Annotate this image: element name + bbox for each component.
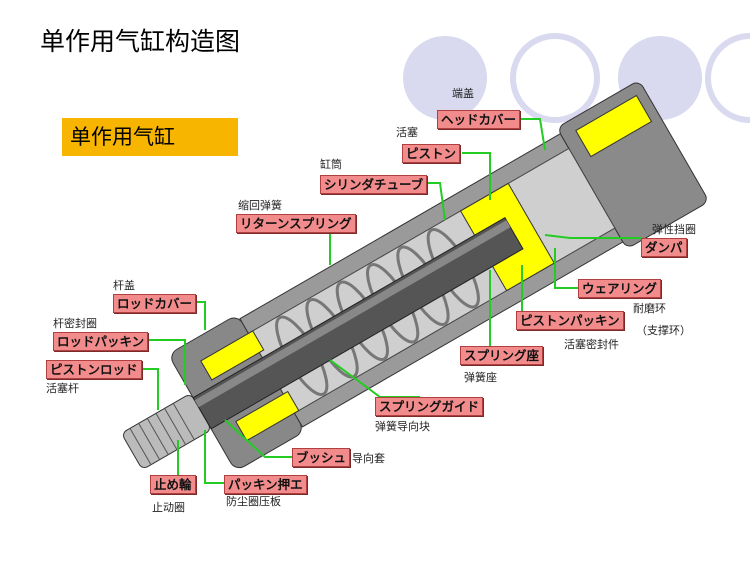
label-spring-guide: スプリングガイド xyxy=(375,397,484,416)
label-cn-head-cover: 端盖 xyxy=(452,87,474,100)
label-cn-packing-retainer: 防尘圈压板 xyxy=(226,495,281,508)
label-piston: ピストン xyxy=(402,144,461,163)
label-cn-rod-packing: 杆密封圈 xyxy=(53,317,97,330)
label-cn-spring-seat: 弹簧座 xyxy=(464,371,497,384)
label-cn-piston-packing: 活塞密封件 xyxy=(564,338,619,351)
subtitle-box: 单作用气缸 xyxy=(62,118,238,156)
label-cn-retaining-ring: 止动圈 xyxy=(152,501,185,514)
label-head-cover: ヘッドカバー xyxy=(437,110,521,129)
label-wear-ring: ウェアリング xyxy=(578,279,662,298)
label-piston-rod: ピストンロッド xyxy=(46,360,142,379)
label-cn-cylinder-tube: 缸筒 xyxy=(320,158,342,171)
label-bush: ブッシュ xyxy=(292,448,351,467)
deco-circle xyxy=(403,36,487,120)
label-cn-piston: 活塞 xyxy=(396,126,418,139)
label-spring-seat: スプリング座 xyxy=(460,346,544,365)
deco-circle xyxy=(705,33,750,123)
label-cn-bush: 导向套 xyxy=(352,452,385,465)
label-retaining-ring: 止め輪 xyxy=(150,475,196,494)
label-cn-spring-guide: 弹簧导向块 xyxy=(375,420,430,433)
label-piston-packing: ピストンパッキン xyxy=(516,311,624,330)
label-cn-wear-ring: 耐磨环 xyxy=(633,302,666,315)
label-cn-piston-rod: 活塞杆 xyxy=(46,382,79,395)
label-return-spring: リターンスプリング xyxy=(236,214,356,233)
label-cn2-wear-ring: （支撑环） xyxy=(636,324,691,337)
label-rod-packing: ロッドパッキン xyxy=(53,332,149,351)
label-cn-rod-cover: 杆盖 xyxy=(113,279,135,292)
label-damper: ダンパ xyxy=(641,238,687,257)
label-cn-return-spring: 缩回弹簧 xyxy=(238,199,282,212)
label-cylinder-tube: シリンダチューブ xyxy=(320,175,428,194)
label-rod-cover: ロッドカバー xyxy=(113,294,197,313)
deco-circle xyxy=(510,33,600,123)
piston-rod xyxy=(192,216,524,430)
label-cn-damper: 弹性挡圈 xyxy=(652,223,696,236)
page-title: 单作用气缸构造图 xyxy=(40,27,241,56)
bush-section xyxy=(200,330,265,381)
label-packing-retainer: パッキン押エ xyxy=(224,475,307,494)
